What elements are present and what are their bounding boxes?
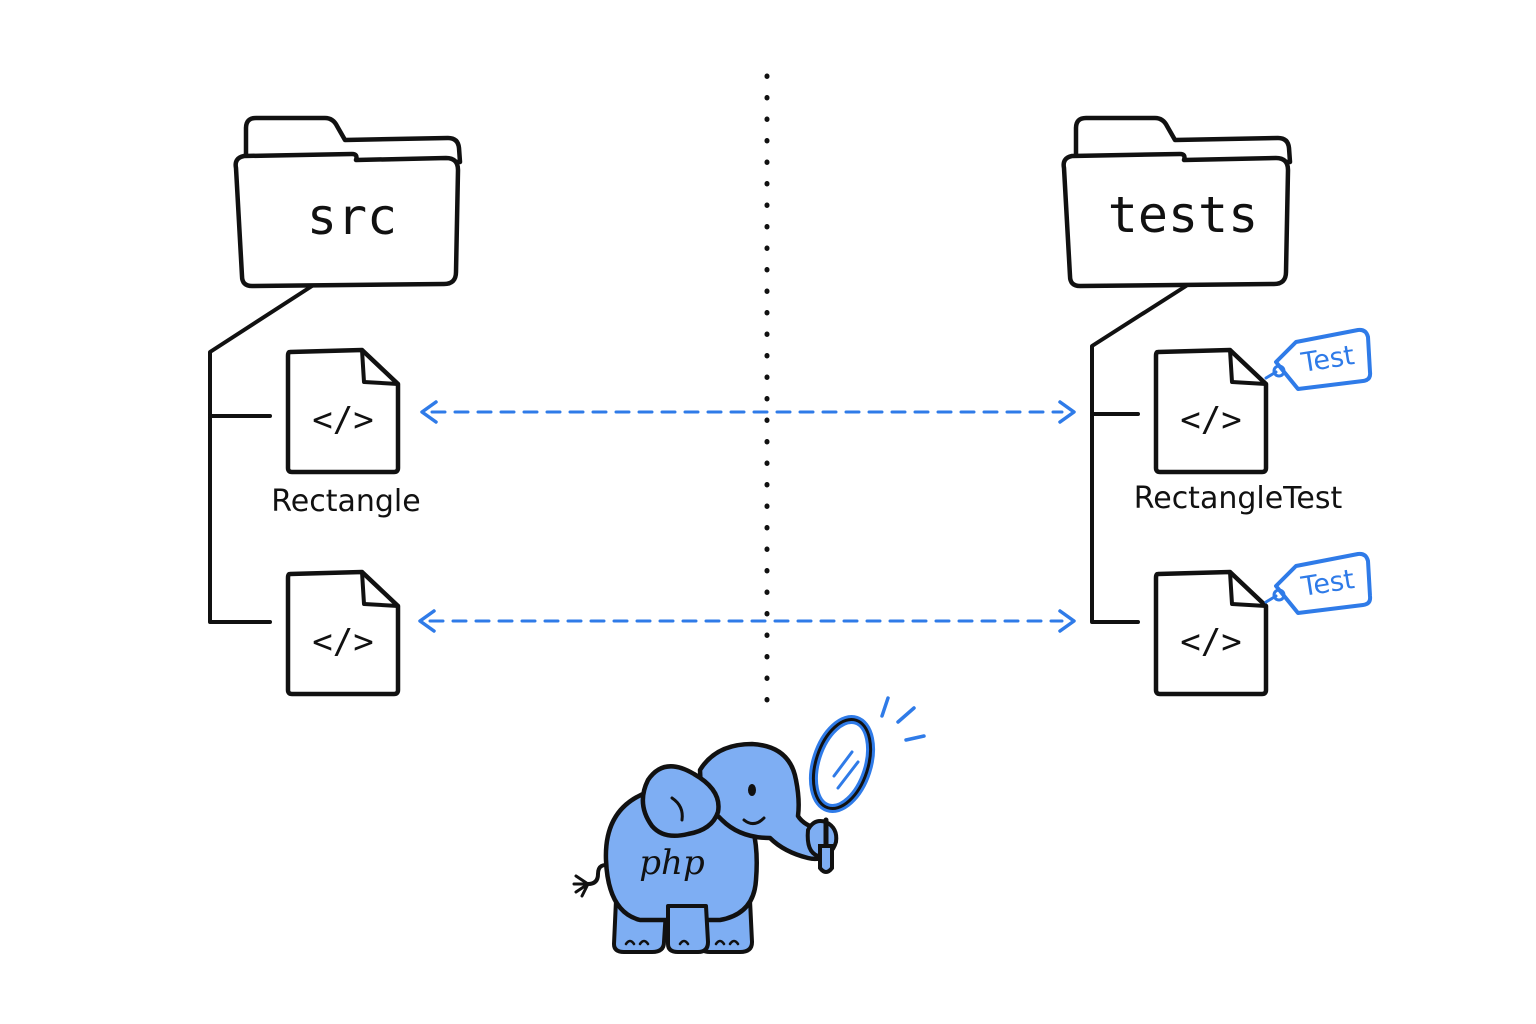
src-file-rectangle[interactable]: </> Rectangle: [271, 347, 421, 519]
code-file-icon: [1153, 347, 1269, 475]
code-glyph: </>: [1180, 622, 1241, 662]
tests-folder[interactable]: tests: [1061, 115, 1293, 289]
tests-file-second[interactable]: </>: [1153, 569, 1269, 697]
php-elephant-mascot: php: [572, 741, 839, 954]
tag-label: Test: [1298, 340, 1356, 379]
code-glyph: </>: [312, 622, 373, 662]
tag-icon: [1264, 327, 1373, 391]
code-file-icon: [285, 569, 401, 697]
src-tree-lines: [208, 284, 314, 624]
test-tag-bottom: Test: [1264, 551, 1373, 615]
elephant-icon: [572, 741, 839, 954]
file-label: RectangleTest: [1134, 481, 1343, 516]
magnifying-glass-icon: [808, 696, 926, 874]
code-file-icon: [1153, 569, 1269, 697]
tests-file-rectangle-test[interactable]: </> RectangleTest: [1134, 347, 1343, 516]
mapping-arrow-top: [420, 400, 1076, 424]
code-glyph: </>: [1180, 400, 1241, 440]
src-file-second[interactable]: </>: [285, 569, 401, 697]
tag-icon: [1264, 551, 1373, 615]
tag-label: Test: [1298, 564, 1356, 603]
magnifying-glass: [808, 696, 926, 874]
mapping-arrow-bottom: [418, 609, 1076, 633]
code-file-icon: [285, 347, 401, 475]
folder-icon: [1061, 115, 1293, 289]
code-glyph: </>: [312, 400, 373, 440]
folder-label: src: [307, 188, 397, 246]
test-tag-top: Test: [1264, 327, 1373, 391]
src-folder[interactable]: src: [233, 115, 463, 289]
file-label: Rectangle: [271, 484, 420, 519]
folder-label: tests: [1108, 186, 1259, 244]
folder-icon: [233, 115, 463, 289]
mascot-label: php: [639, 843, 704, 883]
tests-tree-lines: [1090, 284, 1188, 624]
